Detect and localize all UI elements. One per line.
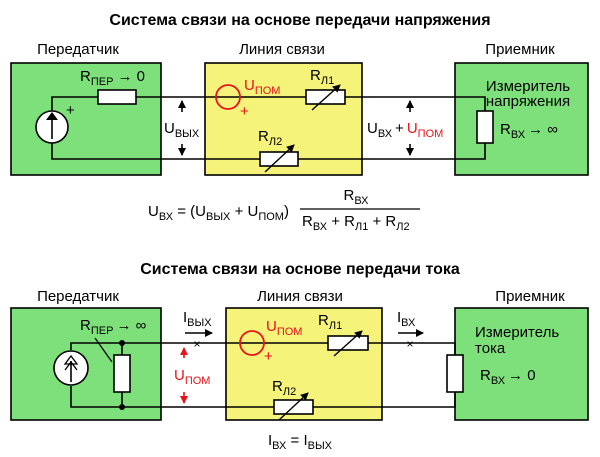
bottom-r-l2-label: RЛ2	[272, 378, 296, 398]
top-formula-denominator: RВХ + RЛ1 + RЛ2	[302, 213, 410, 233]
top-r-tx-resistor	[97, 89, 137, 105]
bottom-meter-line1: Измеритель	[475, 324, 559, 341]
bottom-title: Система связи на основе передачи тока	[140, 261, 460, 278]
top-source-plus: +	[66, 102, 75, 119]
top-meter-line2: напряжения	[486, 93, 570, 110]
top-r-in-label: RВХ→ ∞	[500, 121, 558, 141]
top-upom-plus: +	[240, 103, 249, 120]
top-meter-line1: Измеритель	[486, 78, 570, 95]
bottom-interference-source-icon	[239, 330, 265, 356]
bottom-r-tx-resistor	[113, 354, 131, 393]
bottom-upom-plus: +	[264, 348, 273, 365]
bottom-formula: IВХ = IВЫХ	[268, 432, 333, 452]
top-r-l1-resistor	[305, 89, 346, 105]
bottom-lower-wire	[70, 386, 456, 408]
top-uout-label: UВЫХ	[164, 120, 200, 140]
bottom-r-l1-label: RЛ1	[318, 312, 342, 332]
top-transmitter-box	[10, 62, 162, 176]
bottom-iout-label: IВЫХ	[183, 309, 212, 329]
top-line-label: Линия связи	[239, 41, 325, 58]
bottom-r-tx-label: RПЕР→ ∞	[80, 317, 147, 337]
top-formula-lhs: UВХ = (UВЫХ + UПОМ)	[148, 203, 289, 223]
top-transmitter-label: Передатчик	[37, 41, 119, 58]
bottom-transmitter-label: Передатчик	[37, 288, 119, 305]
top-r-tx-label: RПЕР→ 0	[80, 68, 145, 88]
bottom-iin-label: IВХ	[397, 309, 416, 329]
top-lower-wire	[51, 142, 486, 160]
bottom-iout-cross-icon: ×	[193, 337, 200, 351]
bottom-upper-wire	[70, 342, 456, 355]
bottom-line-label: Линия связи	[257, 288, 343, 305]
top-title: Система связи на основе передачи напряже…	[109, 12, 490, 29]
top-formula-numerator: RВХ	[343, 187, 369, 207]
top-r-l2-label: RЛ2	[258, 128, 282, 148]
top-interference-source-icon	[215, 84, 241, 110]
top-uin-label: UВХ+UПОМ	[367, 120, 443, 140]
top-receiver-label: Приемник	[485, 41, 555, 58]
top-upom-label: UПОМ	[244, 77, 280, 97]
bottom-iin-cross-icon: ×	[406, 337, 413, 351]
bottom-meter-line2: тока	[475, 340, 506, 357]
top-r-in-resistor	[476, 110, 494, 144]
top-upper-wire	[51, 96, 486, 111]
bottom-r-in-resistor	[446, 354, 464, 393]
bottom-upom-label: UПОМ	[266, 318, 302, 338]
bottom-receiver-label: Приемник	[495, 288, 565, 305]
top-r-l1-label: RЛ1	[310, 67, 334, 87]
bottom-upom-side-label: UПОМ	[174, 367, 210, 387]
bottom-r-in-label: RВХ→ 0	[480, 367, 536, 387]
